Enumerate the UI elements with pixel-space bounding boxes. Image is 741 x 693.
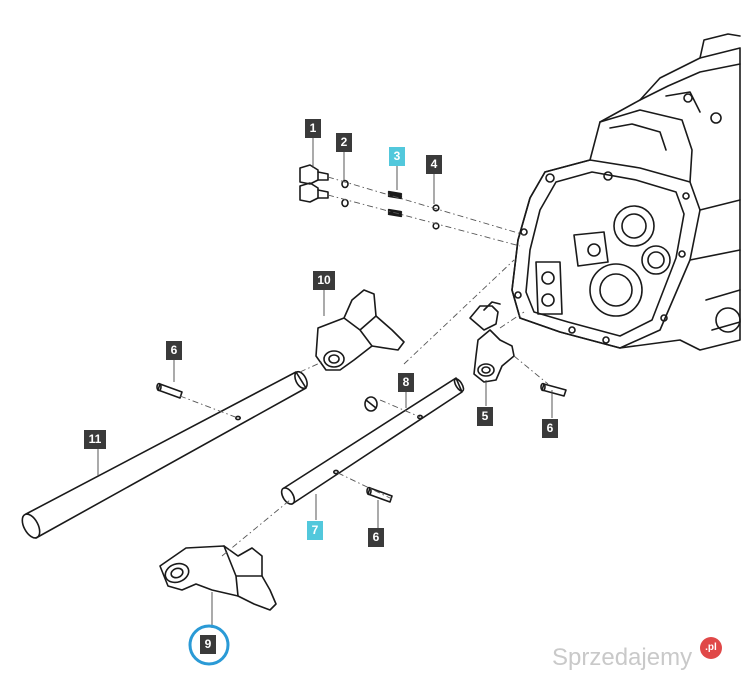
callout-2: 2 [336,133,352,152]
shift-fork-10 [315,289,405,371]
watermark-text: Sprzedajemy [552,644,693,671]
callout-1: 1 [305,119,321,138]
roll-pins-6 [156,382,567,503]
callout-8: 8 [398,373,414,392]
callout-7: 7 [307,521,323,540]
callout-9: 9 [200,635,216,654]
callout-3: 3 [389,147,405,166]
gearbox-housing [511,33,741,351]
callout-6-right: 6 [542,419,558,438]
plug-8 [364,396,378,412]
shift-fork-5 [469,301,515,383]
detent-screw-set [299,164,440,230]
shift-rod-11 [21,370,308,539]
shift-fork-9 [159,545,277,611]
shift-rod-7 [280,377,465,505]
callout-4: 4 [426,155,442,174]
callout-6-lower: 6 [368,528,384,547]
callout-6-left: 6 [166,341,182,360]
leader-lines [97,138,553,628]
callout-10: 10 [313,271,335,290]
callout-11: 11 [84,430,106,449]
assembly-guide-lines [179,176,549,557]
watermark-badge: .pl [700,637,722,659]
highlight-ring [188,624,230,666]
callout-5: 5 [477,407,493,426]
